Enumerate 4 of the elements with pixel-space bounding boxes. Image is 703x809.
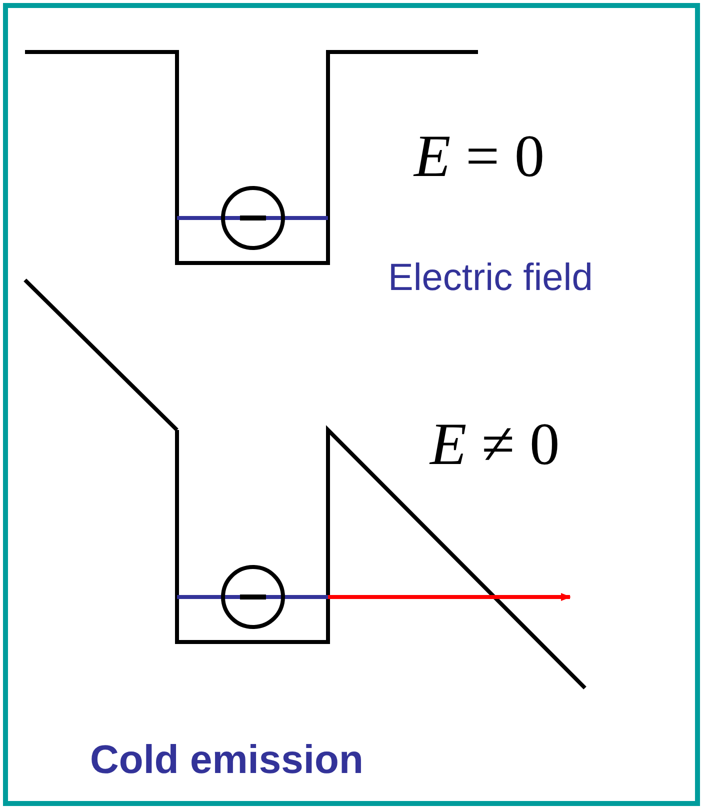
field-label: Electric field <box>388 256 593 301</box>
caption: Cold emission <box>90 737 364 784</box>
equation-label: E = 0 <box>414 126 544 186</box>
equation-label: E ≠ 0 <box>430 414 560 474</box>
